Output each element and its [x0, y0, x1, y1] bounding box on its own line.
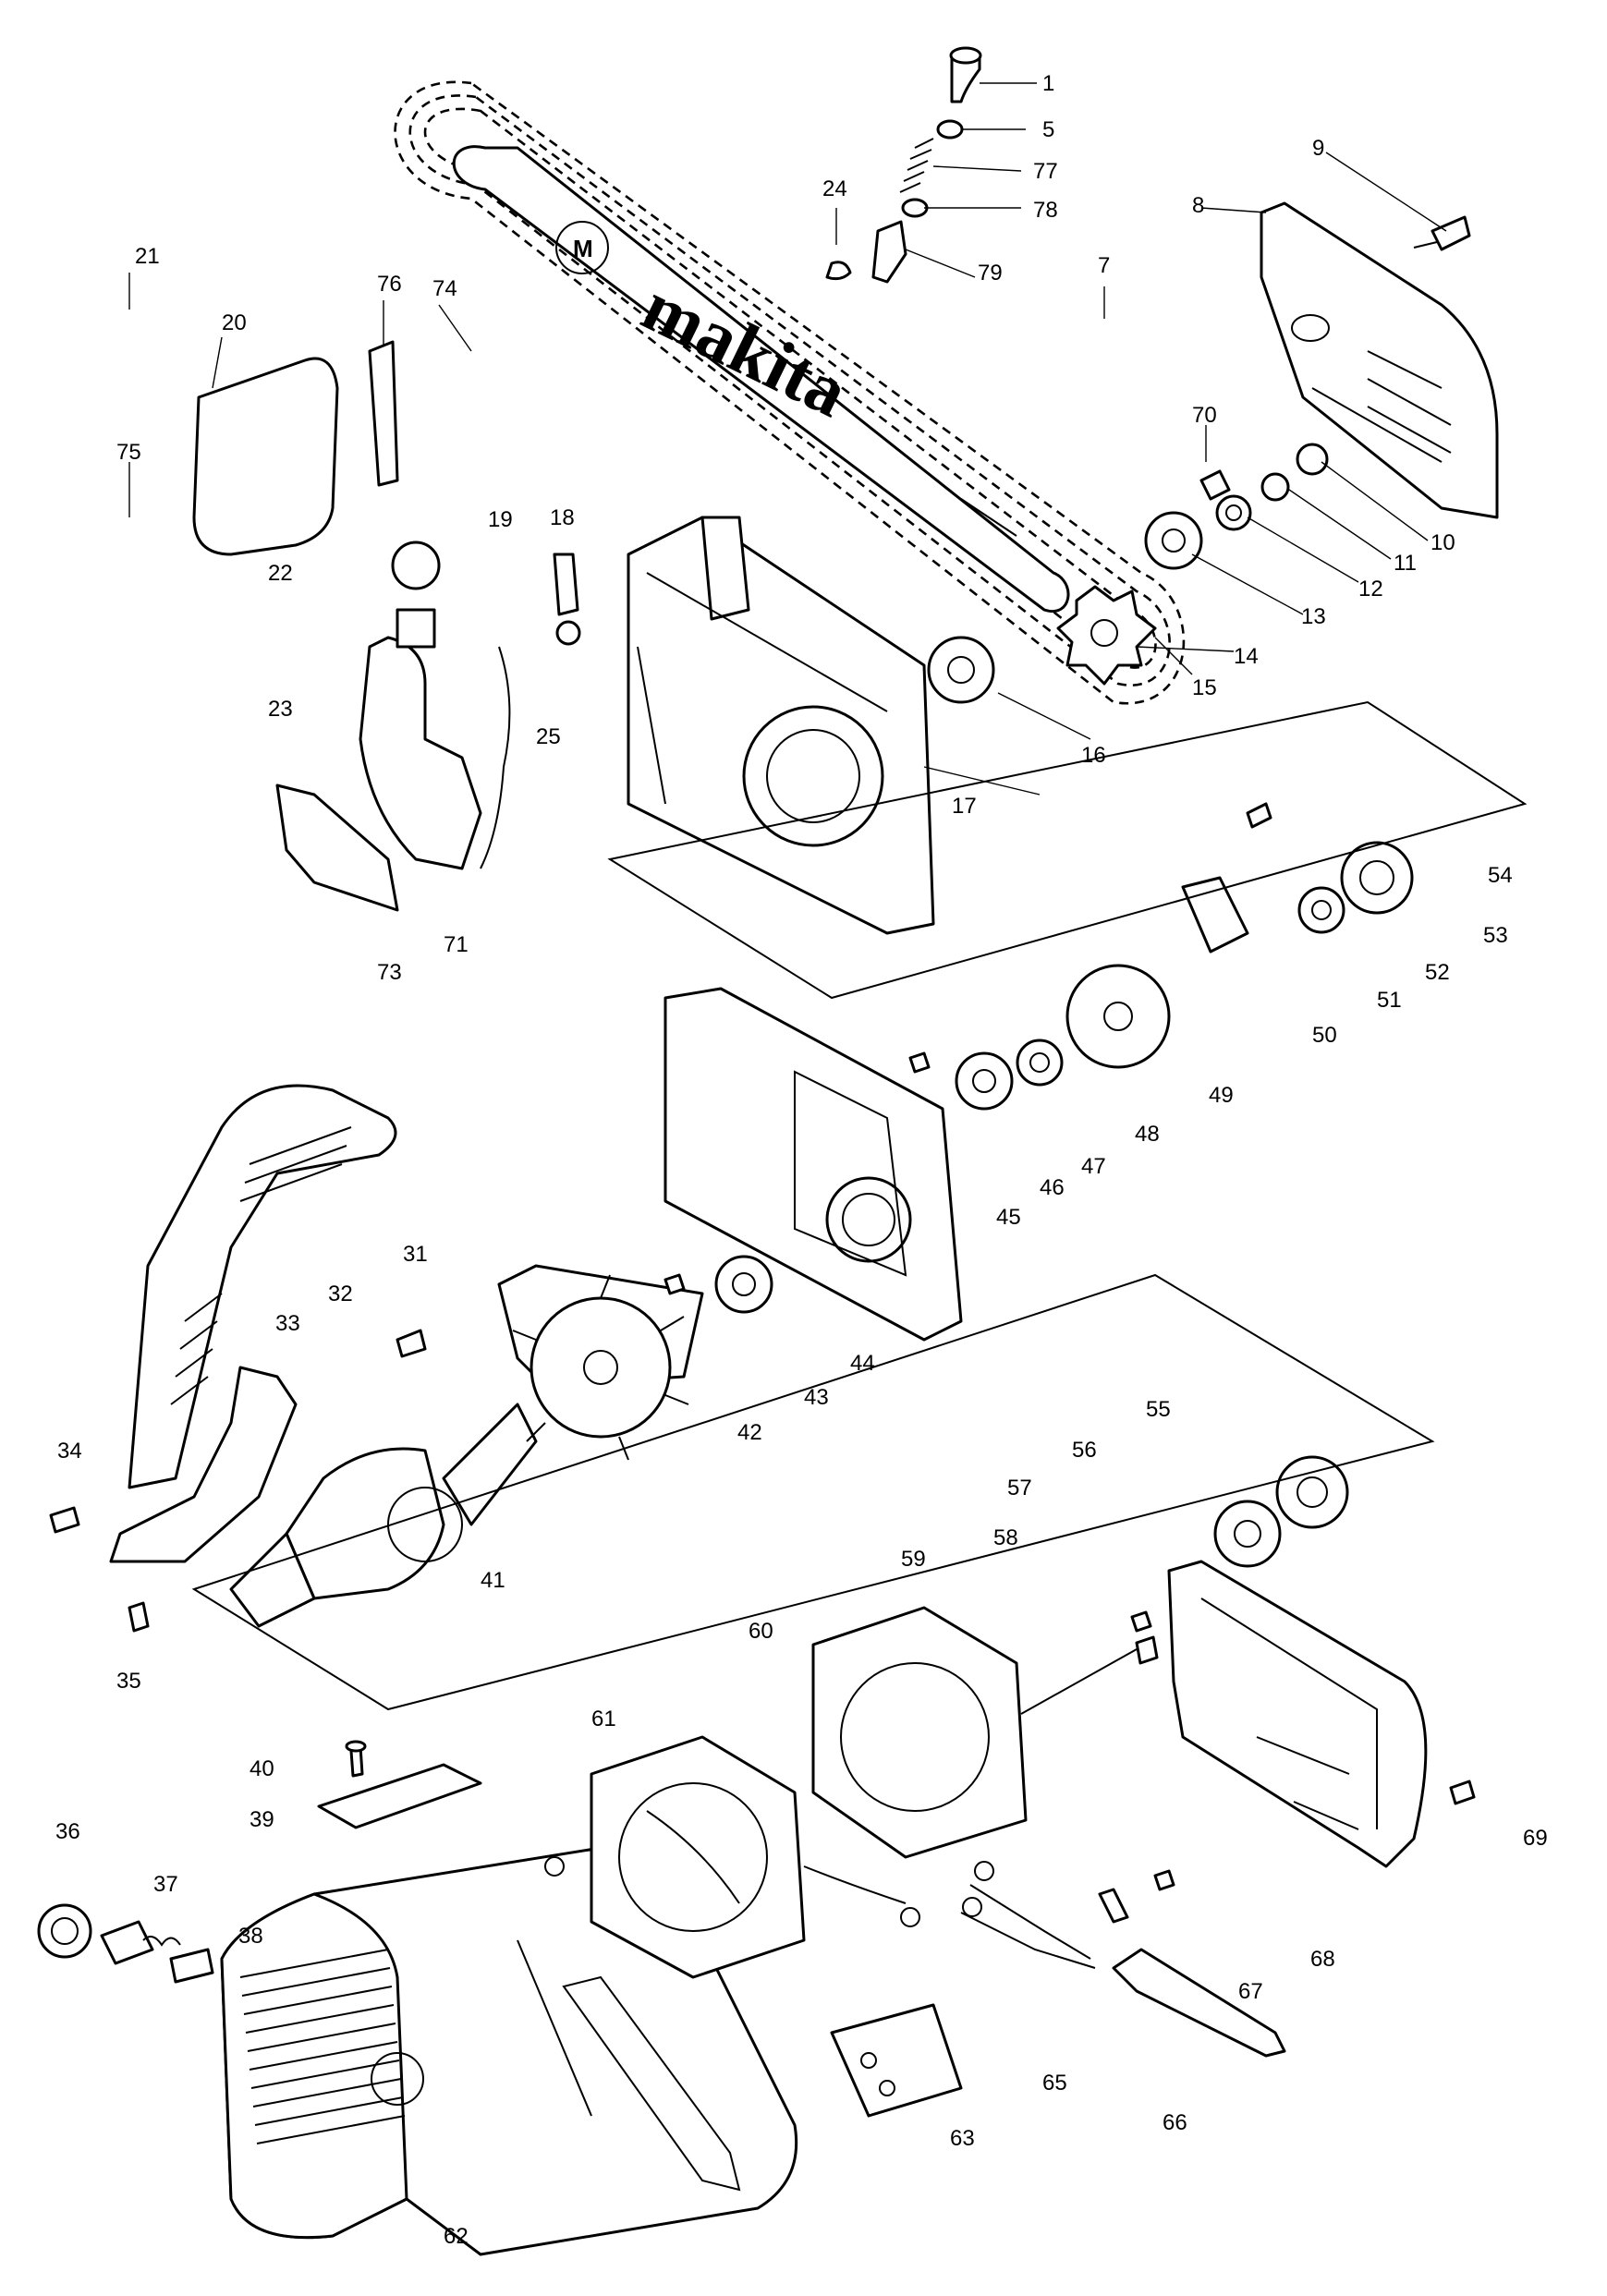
label-part: 31 [403, 1242, 428, 1267]
label-part: 60 [749, 1619, 773, 1644]
label-part: 25 [536, 724, 561, 749]
label-part: 43 [804, 1385, 829, 1410]
label-part: 9 [1312, 136, 1324, 161]
label-part: 1 [1042, 71, 1054, 96]
label-part: 32 [328, 1282, 353, 1306]
armature-and-fan [229, 1255, 773, 1628]
label-part: 62 [444, 2224, 469, 2249]
bar-logo: M [573, 235, 593, 262]
bar-brand-text: makita [631, 265, 860, 432]
label-part: 5 [1042, 117, 1054, 142]
label-part: 39 [250, 1807, 274, 1832]
label-part: 10 [1430, 530, 1455, 555]
label-part: 17 [952, 794, 977, 819]
end-cap-set [1020, 1455, 1349, 1715]
label-part: 23 [268, 697, 293, 722]
oil-tank-assembly [192, 340, 581, 912]
handle-bracket [49, 1329, 427, 1633]
label-part: 65 [1042, 2071, 1067, 2096]
label-part: 70 [1192, 403, 1217, 428]
cord-assembly [830, 1780, 1476, 2118]
label-part: 61 [591, 1707, 616, 1731]
label-part: 49 [1209, 1083, 1234, 1108]
label-part: 7 [1098, 253, 1110, 278]
label-part: 41 [481, 1568, 505, 1593]
label-part: 63 [950, 2126, 975, 2151]
label-part: 47 [1081, 1154, 1106, 1179]
label-part: 19 [488, 507, 513, 532]
gear-housing [627, 516, 935, 935]
label-part: 73 [377, 960, 402, 985]
gear-set [908, 802, 1414, 1111]
sprocket-cover [1260, 201, 1499, 519]
label-part: 38 [238, 1924, 263, 1949]
rear-handle [128, 1084, 397, 1489]
label-part: 35 [116, 1669, 141, 1694]
handle-half [1167, 1560, 1428, 1868]
label-part: 55 [1146, 1397, 1171, 1422]
label-part: 74 [432, 276, 457, 301]
chain-tensioner-assembly [825, 46, 982, 284]
label-part: 58 [993, 1525, 1018, 1550]
label-part: 15 [1192, 675, 1217, 700]
leader-lines [128, 82, 1447, 796]
brush-parts [37, 1740, 482, 1984]
label-part: 52 [1425, 960, 1450, 985]
label-part: 33 [275, 1311, 300, 1336]
label-part: 21 [135, 244, 160, 269]
label-part: 18 [550, 505, 575, 530]
label-part: 53 [1483, 923, 1508, 948]
label-part: 57 [1007, 1476, 1032, 1500]
label-part: 59 [901, 1547, 926, 1572]
label-part: 22 [268, 561, 293, 586]
label-part: 13 [1301, 604, 1326, 629]
label-part: 56 [1072, 1438, 1097, 1463]
label-part: 16 [1081, 743, 1106, 768]
label-part: 40 [250, 1756, 274, 1781]
label-part: 20 [222, 310, 247, 335]
label-part: 51 [1377, 988, 1402, 1013]
group-outline-middle [191, 1273, 1435, 1711]
bearing-plate [663, 987, 963, 1342]
label-part: 77 [1033, 159, 1058, 184]
label-part: 75 [116, 440, 141, 465]
label-part: 12 [1358, 577, 1383, 601]
label-part: 8 [1192, 193, 1204, 218]
label-part: 66 [1163, 2110, 1187, 2135]
part-labels: 1 5 77 78 79 24 9 8 7 21 20 76 74 75 70 … [55, 71, 1548, 2249]
label-part: 46 [1040, 1175, 1065, 1200]
label-part: 44 [850, 1351, 875, 1376]
label-part: 11 [1394, 551, 1417, 576]
label-part: 48 [1135, 1122, 1160, 1147]
label-part: 67 [1238, 1979, 1263, 2004]
sprocket-hardware [927, 443, 1329, 704]
label-part: 24 [822, 176, 847, 201]
label-part: 42 [737, 1420, 762, 1445]
label-part: 69 [1523, 1826, 1548, 1851]
label-part: 50 [1312, 1023, 1337, 1048]
label-part: 79 [978, 261, 1003, 285]
label-part: 45 [996, 1205, 1021, 1230]
motor-field [544, 1606, 1028, 1979]
label-part: 76 [377, 272, 402, 297]
label-part: 54 [1488, 863, 1513, 888]
group-outline-upper [607, 700, 1528, 1000]
label-part: 68 [1310, 1947, 1335, 1972]
label-part: 14 [1234, 644, 1259, 669]
label-part: 36 [55, 1819, 80, 1844]
label-part: 37 [153, 1872, 178, 1897]
label-part: 78 [1033, 198, 1058, 223]
label-part: 71 [444, 932, 469, 957]
label-part: 34 [57, 1439, 82, 1464]
